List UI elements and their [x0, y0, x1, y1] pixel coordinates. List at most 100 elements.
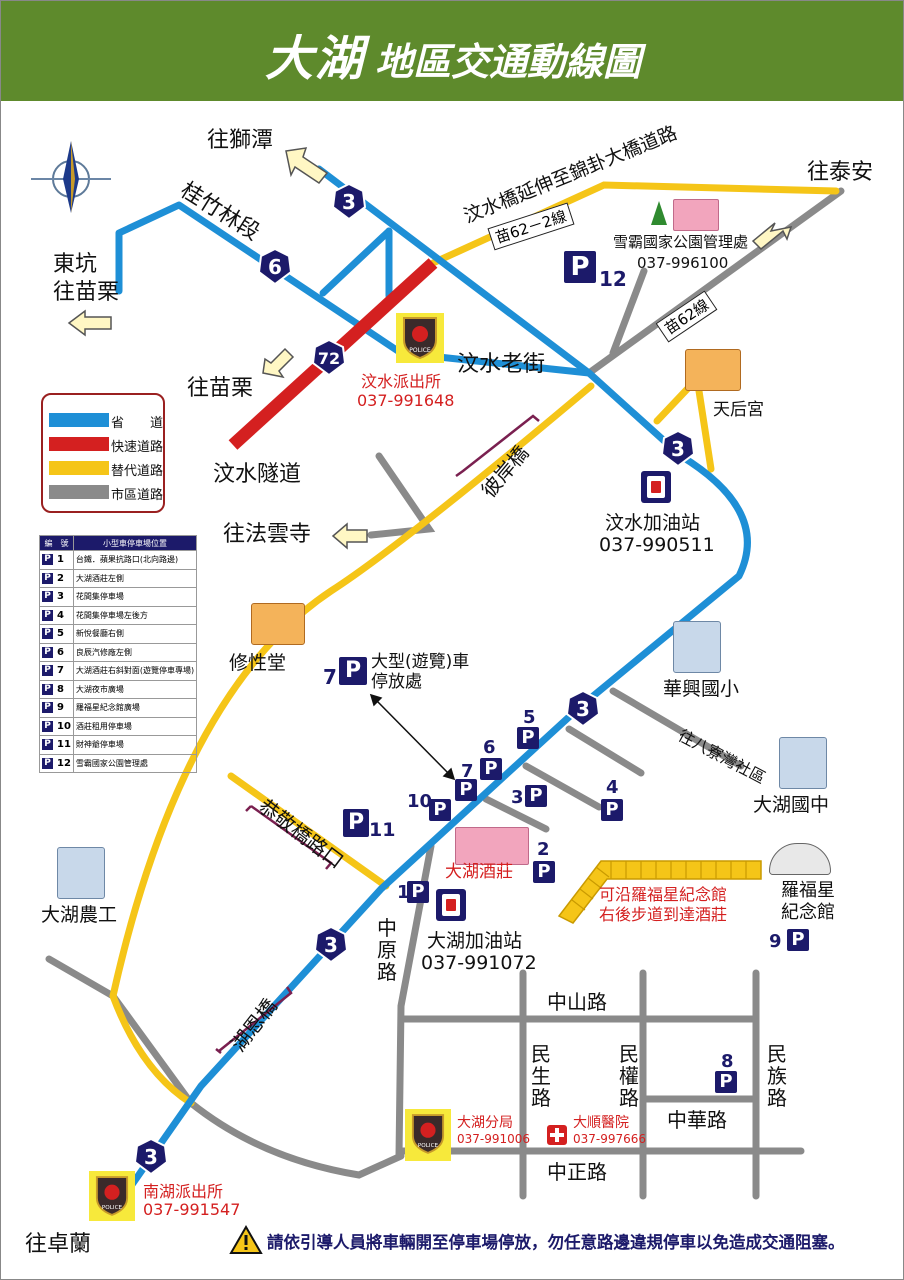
- poi-shei-pa-name: 雪霸國家公園管理處: [613, 233, 749, 251]
- parking-table-number: 3: [57, 591, 64, 603]
- parking-table-header: 編 號 小型車停車場位置: [39, 535, 198, 551]
- parking-3-number: 3: [511, 787, 524, 808]
- dest-taian: 往泰安: [807, 160, 874, 185]
- parking-5-icon: P: [517, 727, 539, 749]
- parking-table-id-cell: P 11: [39, 735, 74, 755]
- poi-tianhou: 天后宮: [713, 400, 764, 420]
- parking-table-number: 2: [57, 572, 64, 584]
- dahu-vocational-icon: [57, 847, 105, 899]
- parking-1-number: 1: [397, 882, 410, 903]
- parking-table-number: 6: [57, 646, 64, 658]
- legend-label-urban: 市區道路: [111, 488, 164, 503]
- label-zhongshan: 中山路: [547, 990, 607, 1014]
- parking-table-location: 財神爺停車場: [72, 735, 198, 755]
- road-bagualiang-2: [565, 725, 645, 777]
- poi-huaxing-school: 華興國小: [663, 678, 740, 700]
- parking-table-location: 大湖酒莊右斜對面(遊覽停車專場): [72, 661, 198, 681]
- parking-4-number: 4: [606, 777, 619, 798]
- parking-table-number: 12: [57, 757, 71, 769]
- parking-table-p-icon: P: [42, 609, 53, 621]
- arrow-fayun: [331, 522, 368, 550]
- road-shei-pa: [609, 267, 648, 357]
- parking-table-p-icon: P: [42, 572, 53, 584]
- police-icon-dahu: POLICE: [405, 1109, 451, 1161]
- road-side-3: [522, 762, 603, 811]
- header-bar: 大湖地區交通動線圖: [1, 1, 903, 101]
- road-side-4: [482, 795, 550, 833]
- label-huen: 湖恩橋: [226, 994, 282, 1056]
- label-wenshui-tunnel: 汶水隧道: [213, 462, 302, 487]
- parking-table-location: 新悅餐廳右側: [72, 624, 198, 644]
- route-6: [115, 201, 593, 377]
- gas-station-icon-wenshui: [641, 471, 671, 503]
- parking-5-number: 5: [523, 707, 536, 728]
- label-minzu: 民族路: [767, 1042, 787, 1110]
- parking-table-p-icon: P: [42, 646, 53, 658]
- police-icon-nanhu: POLICE: [89, 1171, 135, 1221]
- arrow-miaoli: [262, 347, 295, 379]
- road-tianhou-2: [695, 387, 715, 473]
- winery-building-icon: [455, 827, 529, 865]
- poi-dahu-junior: 大湖國中: [753, 794, 830, 816]
- bus-parking-label-2: 停放處: [371, 672, 422, 692]
- bus-parking-number: 7: [323, 665, 337, 689]
- shield-3-center-label: 3: [576, 697, 590, 721]
- parking-9-number: 9: [769, 931, 782, 952]
- poi-xiuxing: 修性堂: [229, 652, 287, 674]
- svg-text:POLICE: POLICE: [409, 347, 431, 354]
- bracket-bian: [455, 414, 540, 478]
- route-connector-1: [319, 227, 393, 297]
- parking-table-number: 5: [57, 628, 64, 640]
- parking-table-p-icon: P: [42, 702, 53, 714]
- legend-swatch-provincial: [49, 413, 109, 427]
- dahu-junior-icon: [779, 737, 827, 789]
- parking-6-number: 6: [483, 737, 496, 758]
- shield-3-north-label: 3: [342, 190, 356, 214]
- bus-parking-icon: P: [339, 657, 367, 685]
- title-sub: 地區交通動線圖: [375, 40, 642, 84]
- parking-table-number: 8: [57, 683, 64, 695]
- parking-table-number: 11: [57, 739, 71, 751]
- parking-table-p-icon: P: [42, 757, 53, 769]
- poi-shei-pa-phone: 037-996100: [637, 254, 729, 272]
- title-main: 大湖: [264, 31, 365, 87]
- map-title: 大湖地區交通動線圖: [1, 19, 903, 89]
- bracket-gongjing: [245, 804, 333, 870]
- parking-table-p-icon: P: [42, 739, 53, 751]
- poi-luofuxing-1: 羅福星: [781, 880, 835, 901]
- parking-2-icon: P: [533, 861, 555, 883]
- shield-6: 6: [257, 247, 293, 286]
- label-minquan: 民權路: [619, 1042, 639, 1110]
- poi-dahu-precinct-phone: 037-991006: [457, 1132, 531, 1146]
- legend-item-urban: 市區道路: [49, 485, 163, 503]
- trail-note-1: 可沿羅福星紀念館: [599, 885, 728, 904]
- parking-table-location: 花間集停車場左後方: [72, 605, 198, 625]
- parking-10-icon: P: [429, 799, 451, 821]
- parking-table-number: 7: [57, 665, 64, 677]
- svg-text:POLICE: POLICE: [418, 1143, 439, 1149]
- label-wenshui-old-street: 汶水老街: [457, 352, 546, 377]
- road-taian: [585, 187, 845, 377]
- poi-dahu-gas-name: 大湖加油站: [427, 930, 523, 952]
- parking-9-icon: P: [787, 929, 809, 951]
- label-wenshui-bridge-ext: 汶水橋延伸至錦卦大橋道路: [461, 122, 681, 228]
- warning-icon: [229, 1225, 263, 1254]
- bridge-brackets: [215, 414, 540, 1054]
- dest-dongkeng-1: 東坑: [53, 252, 98, 277]
- legend-swatch-urban: [49, 485, 109, 499]
- parking-table-location: 大湖夜市廣場: [72, 679, 198, 699]
